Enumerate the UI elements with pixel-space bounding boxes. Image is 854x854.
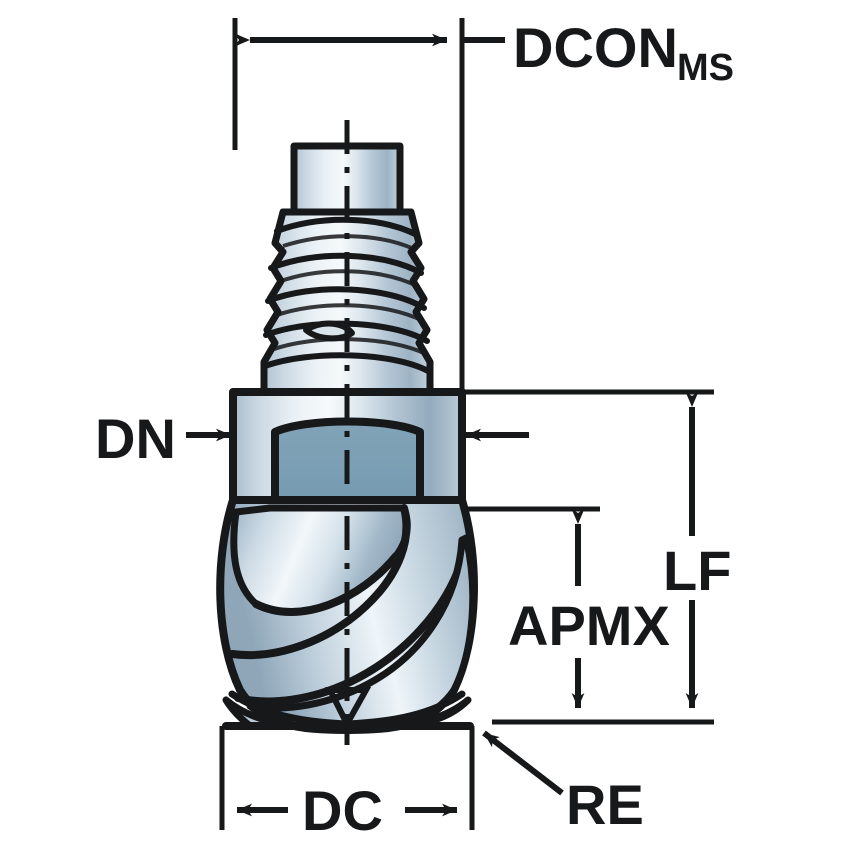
shank-flute-notch	[303, 320, 355, 342]
dimension-lf: LF	[663, 392, 731, 708]
dimension-dc: DC	[237, 779, 457, 842]
dimension-apmx: APMX	[508, 509, 670, 708]
dimension-dn: DN	[95, 407, 529, 470]
lf-label: LF	[663, 539, 731, 602]
tool-geometry	[216, 120, 478, 745]
re-label: RE	[566, 773, 644, 836]
dcon-subscript-label: MS	[677, 47, 734, 89]
extension-lines	[219, 18, 714, 830]
dc-label: DC	[302, 779, 383, 842]
helix-groove-edges	[228, 504, 466, 706]
dimension-dcon: DCON MS	[235, 16, 734, 89]
apmx-label: APMX	[508, 594, 670, 657]
re-leader-arrow	[482, 730, 564, 796]
dn-label: DN	[95, 407, 176, 470]
thread-root-lines	[270, 234, 427, 356]
dcon-label: DCON	[513, 16, 678, 79]
dimension-re: RE	[482, 730, 644, 836]
